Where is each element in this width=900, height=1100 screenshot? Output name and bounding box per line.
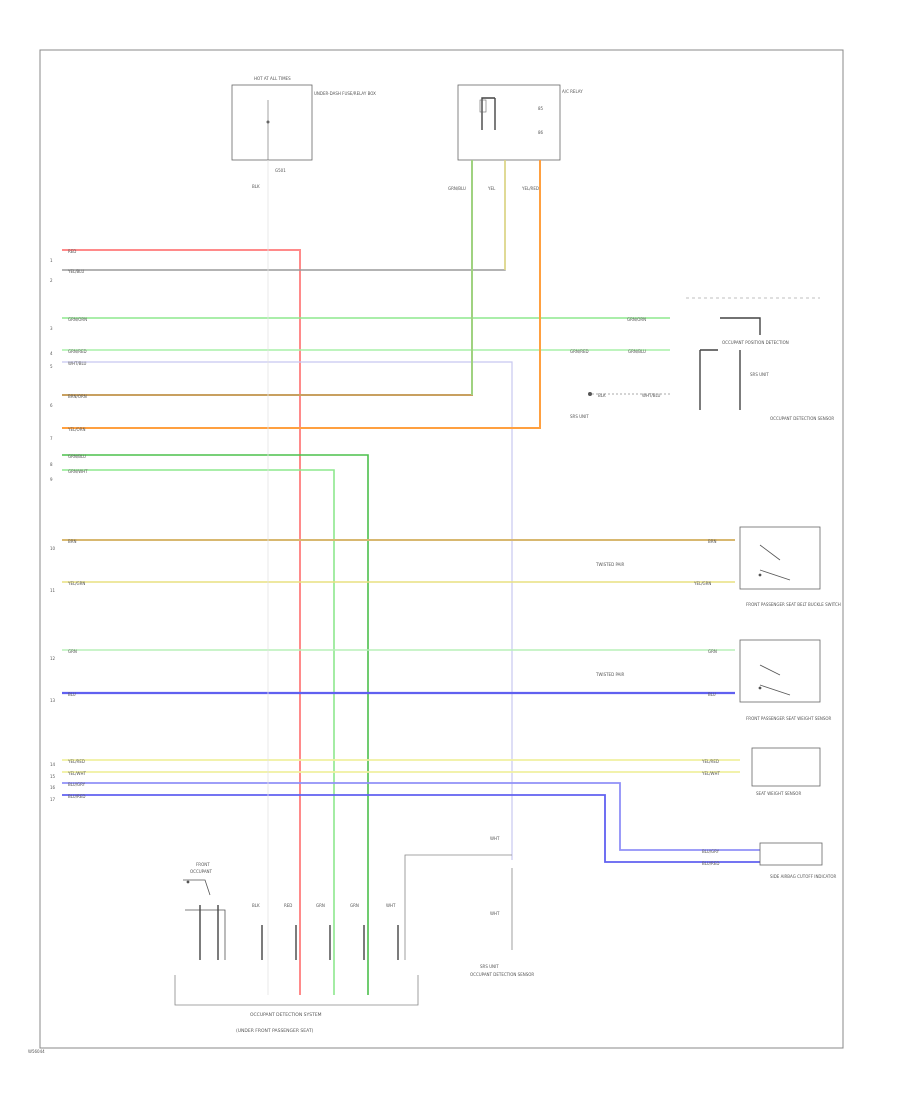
svg-text:WHT/BLU: WHT/BLU (68, 361, 87, 366)
ac-relay: A/C RELAY 85 86 GRN/BLU YEL YEL/RED (448, 84, 583, 191)
svg-text:1: 1 (50, 258, 53, 263)
svg-text:YEL/GRN: YEL/GRN (693, 581, 711, 586)
svg-text:BLU/RED: BLU/RED (68, 794, 85, 799)
svg-text:OCCUPANT DETECTION SENSOR: OCCUPANT DETECTION SENSOR (770, 416, 834, 421)
svg-text:RED: RED (68, 249, 76, 254)
svg-text:12: 12 (50, 656, 56, 661)
svg-text:WHT: WHT (386, 903, 396, 908)
svg-text:BLK: BLK (598, 393, 606, 398)
svg-text:11: 11 (50, 588, 56, 593)
svg-text:SRS UNIT: SRS UNIT (750, 372, 769, 377)
svg-text:BLU/GRY: BLU/GRY (702, 849, 720, 854)
svg-text:A/C RELAY: A/C RELAY (562, 89, 583, 94)
svg-text:8: 8 (50, 462, 53, 467)
svg-text:UNDER-DASH FUSE/RELAY BOX: UNDER-DASH FUSE/RELAY BOX (314, 91, 376, 96)
svg-text:RED: RED (284, 903, 292, 908)
srs-lower-component: WHT WHT SRS UNIT OCCUPANT DETECTION SENS… (404, 836, 534, 977)
svg-text:FRONT PASSENGER SEAT BELT BUCK: FRONT PASSENGER SEAT BELT BUCKLE SWITCH (746, 602, 841, 607)
svg-text:HOT AT ALL TIMES: HOT AT ALL TIMES (254, 76, 291, 81)
occupant-detection-system: FRONT OCCUPANT BLK RED GRN GRN WHT OCCUP… (174, 862, 419, 1034)
svg-text:GRN: GRN (316, 903, 325, 908)
svg-text:FRONT PASSENGER SEAT WEIGHT SE: FRONT PASSENGER SEAT WEIGHT SENSOR (746, 716, 832, 721)
svg-text:G501: G501 (275, 168, 286, 173)
fuse-box: HOT AT ALL TIMES UNDER-DASH FUSE/RELAY B… (231, 76, 376, 189)
svg-text:OCCUPANT POSITION DETECTION: OCCUPANT POSITION DETECTION (722, 340, 789, 345)
side-airbag-indicator: BLU/GRY BLU/RED SIDE AIRBAG CUTOFF INDIC… (702, 842, 837, 879)
front-weight-switch: GRN BLU TWISTED PAIR FRONT PASSENGER SEA… (595, 639, 832, 721)
svg-text:OCCUPANT DETECTION SENSOR: OCCUPANT DETECTION SENSOR (470, 972, 534, 977)
svg-text:YEL/ORN: YEL/ORN (67, 427, 85, 432)
svg-text:BRN/ORN: BRN/ORN (68, 394, 87, 399)
svg-text:17: 17 (50, 797, 56, 802)
svg-text:BLU: BLU (708, 692, 716, 697)
svg-text:SEAT WEIGHT SENSOR: SEAT WEIGHT SENSOR (756, 791, 801, 796)
svg-text:9: 9 (50, 477, 53, 482)
svg-text:BLU/RED: BLU/RED (702, 861, 719, 866)
svg-text:WHT: WHT (490, 836, 500, 841)
diagram-frame (39, 49, 844, 1049)
svg-text:GRN/RED: GRN/RED (68, 349, 87, 354)
svg-text:SRS UNIT: SRS UNIT (480, 964, 499, 969)
front-belt-switch: BRN YEL/GRN TWISTED PAIR FRONT PASSENGER… (595, 526, 841, 607)
svg-text:14: 14 (50, 762, 56, 767)
svg-text:GRN/BLU: GRN/BLU (448, 186, 466, 191)
svg-text:YEL: YEL (487, 186, 496, 191)
svg-text:GRN/BLU: GRN/BLU (68, 454, 86, 459)
svg-text:SRS UNIT: SRS UNIT (570, 414, 589, 419)
svg-text:86: 86 (538, 130, 544, 135)
svg-text:5: 5 (50, 364, 53, 369)
svg-text:16: 16 (50, 785, 56, 790)
svg-text:13: 13 (50, 698, 56, 703)
svg-text:4: 4 (50, 351, 53, 356)
svg-text:YEL/RED: YEL/RED (521, 186, 539, 191)
svg-text:2: 2 (50, 278, 53, 283)
svg-text:7: 7 (50, 436, 53, 441)
svg-text:GRN: GRN (350, 903, 359, 908)
svg-text:GRN/ORN: GRN/ORN (627, 317, 646, 322)
svg-text:3: 3 (50, 326, 53, 331)
svg-text:GRN: GRN (708, 649, 717, 654)
svg-text:GRN/WHT: GRN/WHT (68, 469, 88, 474)
svg-text:GRN: GRN (68, 649, 77, 654)
svg-text:YEL/WHT: YEL/WHT (67, 771, 87, 776)
svg-text:OCCUPANT: OCCUPANT (190, 869, 213, 874)
svg-text:85: 85 (538, 106, 544, 111)
left-pin-labels: RED YEL/BLU GRN/ORN GRN/RED WHT/BLU BRN/… (50, 249, 88, 802)
svg-text:10: 10 (50, 546, 56, 551)
svg-text:GRN/ORN: GRN/ORN (68, 317, 87, 322)
svg-text:BLU/GRY: BLU/GRY (68, 782, 86, 787)
svg-text:BLK: BLK (252, 903, 260, 908)
svg-text:TWISTED PAIR: TWISTED PAIR (595, 672, 625, 677)
svg-text:GRN/BLU: GRN/BLU (628, 349, 646, 354)
svg-text:YEL/BLU: YEL/BLU (67, 269, 84, 274)
occupant-sensor-right: GRN/ORN GRN/RED GRN/BLU BLK WHT/BLU SRS … (570, 297, 834, 421)
svg-text:SIDE AIRBAG CUTOFF INDICATOR: SIDE AIRBAG CUTOFF INDICATOR (770, 874, 837, 879)
svg-text:BRN: BRN (708, 539, 717, 544)
svg-text:GRN/RED: GRN/RED (570, 349, 589, 354)
svg-text:WHT/BLU: WHT/BLU (642, 393, 661, 398)
svg-text:15: 15 (50, 774, 56, 779)
svg-text:(UNDER FRONT PASSENGER SEAT): (UNDER FRONT PASSENGER SEAT) (236, 1028, 314, 1034)
svg-text:WHT: WHT (490, 911, 500, 916)
svg-text:OCCUPANT DETECTION SYSTEM: OCCUPANT DETECTION SYSTEM (250, 1012, 322, 1018)
svg-text:BLU: BLU (68, 692, 76, 697)
wire-harness (62, 160, 760, 995)
svg-text:6: 6 (50, 403, 53, 408)
svg-text:YEL/RED: YEL/RED (701, 759, 719, 764)
figure-code: W56044 (28, 1049, 45, 1054)
svg-text:YEL/WHT: YEL/WHT (701, 771, 721, 776)
svg-text:TWISTED PAIR: TWISTED PAIR (595, 562, 625, 567)
svg-text:BLK: BLK (252, 184, 260, 189)
svg-text:YEL/GRN: YEL/GRN (67, 581, 85, 586)
seat-weight-sensor: YEL/RED YEL/WHT SEAT WEIGHT SENSOR (701, 747, 821, 796)
svg-text:BRN: BRN (68, 539, 77, 544)
svg-text:FRONT: FRONT (196, 862, 210, 867)
svg-text:YEL/RED: YEL/RED (67, 759, 85, 764)
